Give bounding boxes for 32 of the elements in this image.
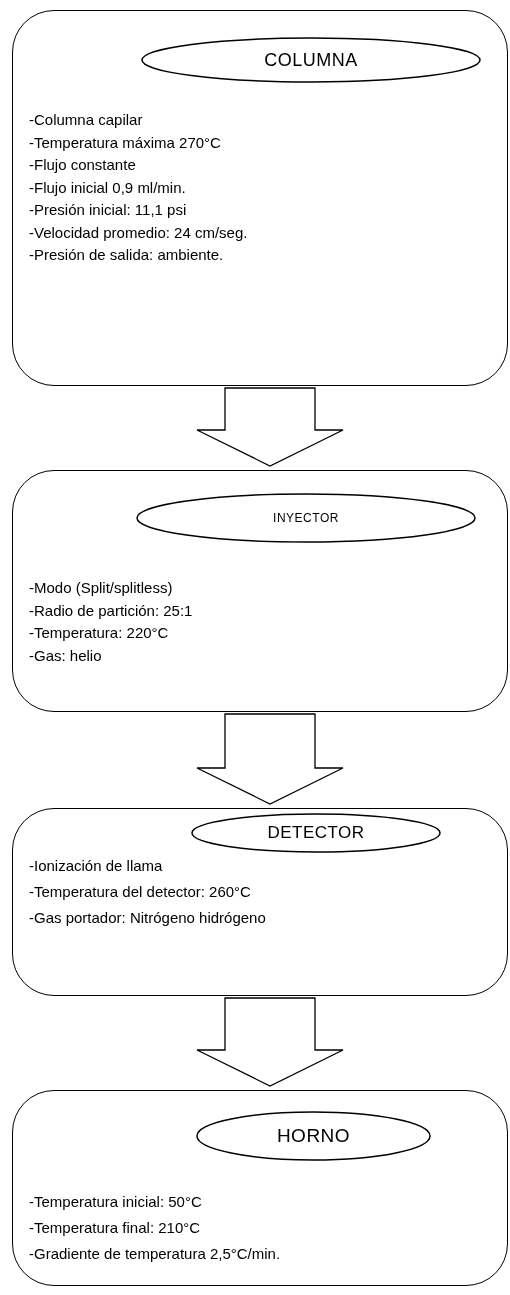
bullet-text: -Presión de salida: ambiente. xyxy=(29,246,224,263)
bullet-text: -Temperatura del detector: 260°C xyxy=(29,883,251,900)
bullet-text: -Gas portador: Nitrógeno hidrógeno xyxy=(29,909,266,926)
bullet-text: -Ionización de llama xyxy=(29,857,163,874)
bullet-text: -Radio de partición: 25:1 xyxy=(29,601,193,619)
block-arrow xyxy=(196,997,344,1087)
rounded-box xyxy=(12,1090,508,1286)
heading-text: HORNO xyxy=(276,1125,351,1147)
bullet-text: -Temperatura final: 210°C xyxy=(29,1219,201,1236)
bullet-text: -Temperatura máxima 270°C xyxy=(29,133,221,151)
rounded-box xyxy=(12,808,508,996)
bullet-text: -Modo (Split/splitless) xyxy=(29,579,173,596)
ellipse-label xyxy=(136,493,476,543)
bullet-text: -Gradiente de temperatura 2,5°C/min. xyxy=(29,1245,281,1262)
bullet-text: -Flujo inicial 0,9 ml/min. xyxy=(29,178,186,196)
heading-text: DETECTOR xyxy=(267,823,365,843)
heading-text: COLUMNA xyxy=(264,49,358,71)
rounded-box xyxy=(12,470,508,712)
rounded-box xyxy=(12,10,508,386)
bullet-text: -Presión inicial: 11,1 psi xyxy=(29,201,187,218)
heading-text: INYECTOR xyxy=(273,511,339,525)
bullet-text: -Velocidad promedio: 24 cm/seg. xyxy=(29,223,248,241)
block-arrow xyxy=(196,713,344,805)
ellipse-label xyxy=(141,37,481,83)
bullet-text: -Temperatura: 220°C xyxy=(29,624,169,641)
block-arrow xyxy=(196,387,344,467)
bullet-text: -Gas: helio xyxy=(29,646,102,664)
ellipse-label xyxy=(196,1111,431,1161)
bullet-text: -Flujo constante xyxy=(29,156,136,173)
bullet-text: -Temperatura inicial: 50°C xyxy=(29,1193,202,1210)
ellipse-label xyxy=(191,813,441,853)
bullet-text: -Columna capilar xyxy=(29,111,143,128)
